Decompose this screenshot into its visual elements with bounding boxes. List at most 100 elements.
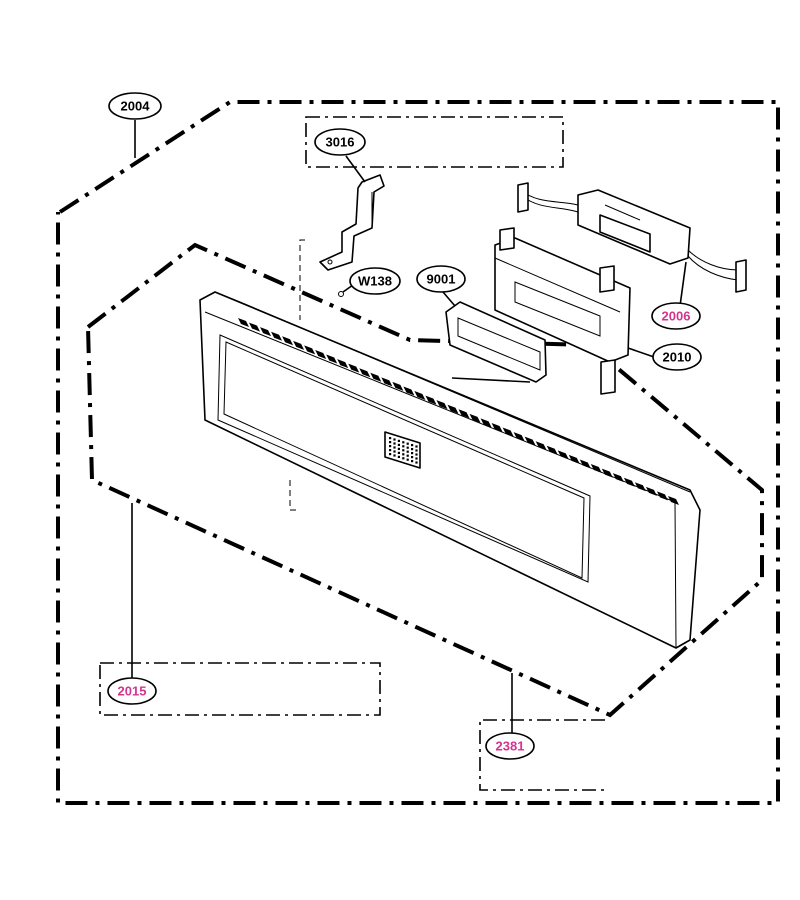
callout-2004[interactable]: 2004 — [108, 92, 162, 120]
vent-slot — [436, 400, 448, 410]
vent-slot — [590, 464, 602, 474]
grille-dot — [406, 454, 409, 457]
grille-dot — [411, 460, 414, 463]
callout-label-2381: 2381 — [496, 739, 525, 754]
grille-dot — [402, 441, 405, 444]
leader-2006 — [679, 261, 687, 307]
vent-slot — [293, 340, 305, 350]
vent-slot — [568, 454, 580, 464]
vent-slot — [458, 409, 470, 419]
callout-w138[interactable]: W138 — [349, 267, 401, 295]
grille-dot — [415, 445, 418, 448]
leader-9001-window — [451, 377, 531, 383]
grille-dot — [393, 454, 396, 457]
grille-dot — [389, 437, 392, 440]
box-2015 — [99, 662, 381, 716]
box-2381 — [479, 719, 605, 791]
grille-dot — [402, 453, 405, 456]
vent-slot — [513, 432, 525, 442]
vent-slot — [469, 413, 481, 423]
grille-dot — [415, 461, 418, 464]
vent-slot — [249, 322, 261, 332]
callout-label-2006: 2006 — [662, 309, 691, 324]
grille-dot — [389, 445, 392, 448]
callout-2381[interactable]: 2381 — [485, 732, 535, 760]
callout-label-2010: 2010 — [663, 350, 692, 365]
hidden-line-bracket — [299, 239, 305, 320]
grille-dot — [402, 457, 405, 460]
display-grille — [389, 437, 418, 464]
grille-dot — [393, 450, 396, 453]
vent-slot — [524, 436, 536, 446]
vent-slot — [491, 422, 503, 432]
grille-dot — [397, 439, 400, 442]
vent-slot — [668, 496, 679, 505]
grille-dot — [415, 453, 418, 456]
vent-slot — [282, 336, 294, 346]
grille-dot — [389, 441, 392, 444]
vent-slot — [645, 486, 657, 496]
vent-slot — [535, 441, 547, 451]
grille-dot — [402, 449, 405, 452]
grille-dot — [397, 451, 400, 454]
display-pcb-part — [517, 182, 747, 293]
grille-dot — [415, 457, 418, 460]
vent-slot — [612, 473, 624, 483]
grille-dot — [415, 449, 418, 452]
vent-slot — [238, 318, 249, 327]
assembly-boundary-inner — [86, 242, 764, 718]
leader-2010 — [627, 347, 655, 358]
vent-slot — [601, 468, 613, 478]
vent-slot — [392, 381, 404, 391]
control-panel-slots — [238, 318, 679, 505]
vent-slot — [634, 482, 646, 492]
vent-slot — [359, 368, 371, 378]
vent-slot — [557, 450, 569, 460]
callout-label-2004: 2004 — [121, 99, 151, 114]
grille-dot — [389, 449, 392, 452]
vent-slot — [381, 377, 393, 387]
vent-slot — [370, 372, 382, 382]
vent-slot — [326, 354, 338, 364]
vent-slot — [579, 459, 591, 469]
callout-label-2015: 2015 — [118, 684, 147, 699]
grille-dot — [397, 455, 400, 458]
vent-slot — [348, 363, 360, 373]
grille-dot — [397, 443, 400, 446]
grille-dot — [389, 453, 392, 456]
grille-dot — [402, 445, 405, 448]
control-panel-part — [199, 291, 701, 649]
assembly-boundary-outer — [56, 100, 780, 805]
vent-slot — [304, 345, 316, 355]
vent-slot — [480, 418, 492, 428]
callout-2015[interactable]: 2015 — [107, 677, 157, 705]
hidden-line-panel — [289, 480, 300, 511]
vent-slot — [546, 445, 558, 455]
vent-slot — [403, 386, 415, 396]
callout-label-w138: W138 — [358, 274, 392, 289]
grille-dot — [411, 452, 414, 455]
vent-slot — [656, 491, 668, 501]
display-window-part — [445, 301, 547, 383]
grille-dot — [411, 456, 414, 459]
vent-slot — [425, 395, 437, 405]
vent-slot — [337, 359, 349, 369]
callout-label-3016: 3016 — [326, 135, 355, 150]
vent-slot — [447, 404, 459, 414]
grille-dot — [406, 446, 409, 449]
box-3016 — [305, 116, 564, 168]
grille-dot — [411, 448, 414, 451]
grille-dot — [406, 442, 409, 445]
callout-9001[interactable]: 9001 — [416, 265, 466, 293]
callout-2010[interactable]: 2010 — [652, 343, 702, 371]
vent-slot — [414, 391, 426, 401]
vent-slot — [502, 427, 514, 437]
display-board-part — [494, 227, 631, 395]
bracket-part — [319, 174, 385, 297]
callout-3016[interactable]: 3016 — [314, 128, 366, 156]
grille-dot — [397, 447, 400, 450]
callout-2006[interactable]: 2006 — [651, 302, 701, 330]
vent-slot — [623, 477, 635, 487]
vent-slot — [271, 331, 283, 341]
